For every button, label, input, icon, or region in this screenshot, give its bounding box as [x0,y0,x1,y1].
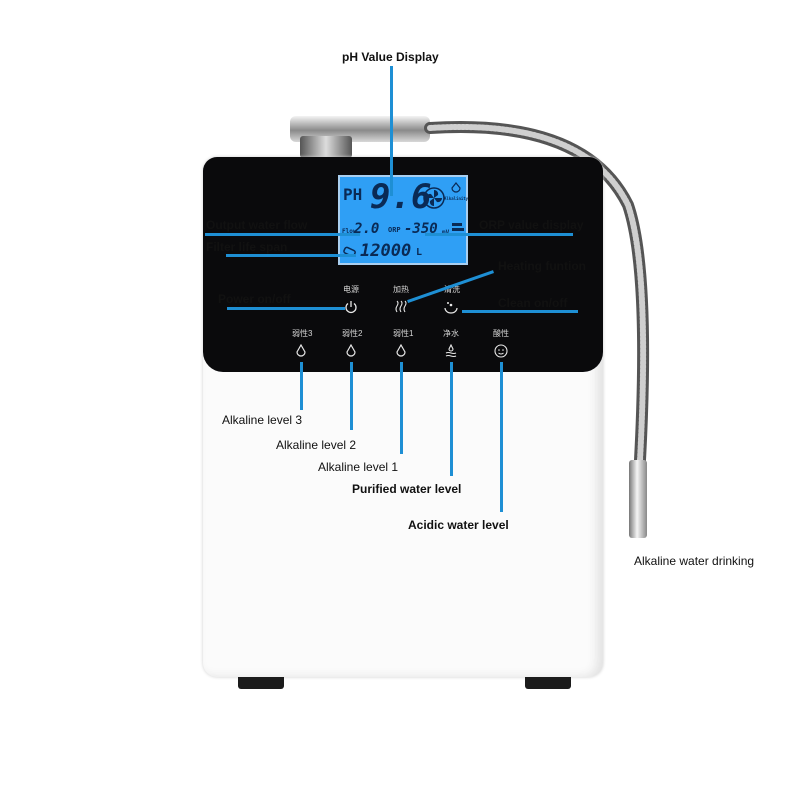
flow-value: 2.0 [354,221,380,237]
alkaline-level-1-label: Alkaline level 1 [318,460,399,474]
alkaline-2-button[interactable] [341,343,361,361]
ph-callout-line [390,66,393,196]
clean-on-off-label: Clean on/off [498,296,568,310]
ph-label: PH [343,185,363,204]
signal-bars [452,223,464,239]
ph-value: 9.6 [370,177,432,217]
filter-value: 12000 [360,241,412,261]
heating-icon [395,300,407,313]
filter-unit: L [416,247,423,258]
clean-button-label: 清洗 [444,285,460,294]
output-flow-callout-line [205,233,360,236]
output-water-flow-label: Output water flow [206,218,308,232]
alkaline-3-callout-line [300,362,303,410]
orp-value-display-label: ORP value display [479,218,584,232]
alkaline-1-button[interactable] [391,343,411,361]
flow-label: Flow [342,228,357,235]
alkaline-3-button-label: 弱性3 [292,329,313,338]
orp-unit: mV [442,229,449,236]
alkaline-1-button-label: 弱性1 [393,329,414,338]
clean-icon [444,302,458,314]
water-drop-icon [296,343,306,357]
purified-water-level-label: Purified water level [352,482,462,496]
face-icon [494,344,508,358]
water-drop-icon [346,343,356,357]
faucet-base [300,136,352,158]
hose-nozzle [629,460,647,538]
purified-callout-line [450,362,453,476]
right-foot [525,677,571,689]
heating-function-label: Heating funtion [498,259,586,273]
lcd-display: PH 9.6 Alkalinity Flow 2.0 ORP -350 mV 1… [338,175,468,265]
orp-callout-line [425,233,573,236]
clean-button[interactable] [441,300,461,317]
alkaline-3-button[interactable] [291,343,311,361]
alkaline-level-2-label: Alkaline level 2 [276,438,357,452]
filter-life-callout-line [226,254,356,257]
fan-icon [423,187,445,209]
alkaline-2-button-label: 弱性2 [342,329,363,338]
purified-button[interactable] [441,343,461,361]
heating-button-label: 加热 [393,285,409,294]
left-foot [238,677,284,689]
alkaline-level-3-label: Alkaline level 3 [222,413,303,427]
power-button[interactable] [341,300,361,317]
orp-label: ORP [388,226,401,234]
filter-life-span-label: Filter life span [206,240,288,254]
power-icon [345,301,357,314]
alkaline-1-callout-line [400,362,403,454]
alkaline-2-callout-line [350,362,353,430]
purified-water-icon [445,343,457,358]
power-callout-line [227,307,345,310]
clean-callout-line [462,310,578,313]
alkalinity-icon [451,182,461,193]
alkaline-water-drinking-label: Alkaline water drinking [634,554,755,568]
power-on-off-label: Power on/off [218,292,291,306]
acidic-button-label: 酸性 [493,329,509,338]
purified-button-label: 净水 [443,329,459,338]
acidic-button[interactable] [491,344,511,361]
acidic-callout-line [500,362,503,512]
mode-label: Alkalinity [444,196,469,201]
ph-value-display-label: pH Value Display [342,50,439,64]
power-button-label: 电源 [343,285,359,294]
water-drop-icon [396,343,406,357]
heating-button[interactable] [391,300,411,317]
acidic-water-level-label: Acidic water level [408,518,509,532]
